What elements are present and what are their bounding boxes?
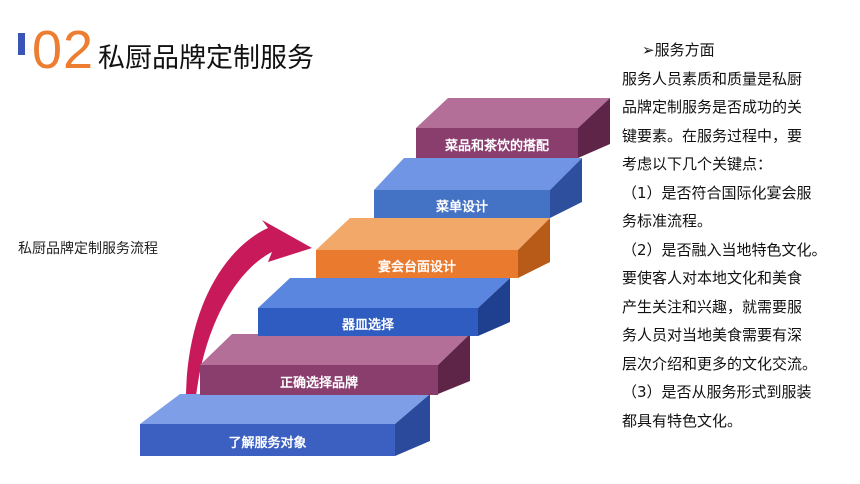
text-line: （1）是否符合国际化宴会服 xyxy=(622,183,812,202)
text-line: 层次介绍和更多的文化交流。 xyxy=(622,354,818,373)
title-accent-bar xyxy=(18,33,25,55)
text-line: 务人员对当地美食需要有深 xyxy=(622,326,803,344)
step-label-3: 器皿选择 xyxy=(341,318,394,333)
text-line: 品牌定制服务是否成功的关 xyxy=(622,98,803,116)
arrow-bullet-icon: ➢ xyxy=(642,41,655,59)
service-heading: ➢服务方面 xyxy=(642,41,715,59)
text-line: 都具有特色文化。 xyxy=(622,411,743,430)
step-label-6: 菜品和茶饮的搭配 xyxy=(444,139,549,154)
section-number: 02 xyxy=(32,20,95,80)
text-line: 务标准流程。 xyxy=(622,212,713,230)
process-label: 私厨品牌定制服务流程 xyxy=(18,241,158,257)
step-6 xyxy=(416,98,610,158)
text-line: 产生关注和兴趣，就需要服 xyxy=(622,297,803,316)
step-4 xyxy=(316,218,550,278)
text-line: 要使客人对本地文化和美食 xyxy=(622,269,803,287)
text-line: 考虑以下几个关键点： xyxy=(622,155,773,173)
curved-arrow xyxy=(186,220,312,396)
text-line: （2）是否融入当地特色文化。 xyxy=(622,240,827,259)
step-1 xyxy=(140,394,430,456)
step-label-5: 菜单设计 xyxy=(435,200,488,215)
service-description: ➢服务方面 服务人员素质和质量是私厨 品牌定制服务是否成功的关 键要素。在服务过… xyxy=(622,36,860,435)
step-3 xyxy=(258,278,510,336)
step-label-4: 宴会台面设计 xyxy=(377,260,456,275)
step-label-1: 了解服务对象 xyxy=(228,436,307,451)
text-line: （3）是否从服务形式到服装 xyxy=(622,383,812,401)
page-title: 私厨品牌定制服务 xyxy=(98,43,314,74)
step-2 xyxy=(200,334,470,395)
text-line: 服务人员素质和质量是私厨 xyxy=(622,69,803,88)
step-label-2: 正确选择品牌 xyxy=(279,376,358,391)
text-line: 键要素。在服务过程中，要 xyxy=(622,126,803,145)
step-5 xyxy=(374,158,582,218)
